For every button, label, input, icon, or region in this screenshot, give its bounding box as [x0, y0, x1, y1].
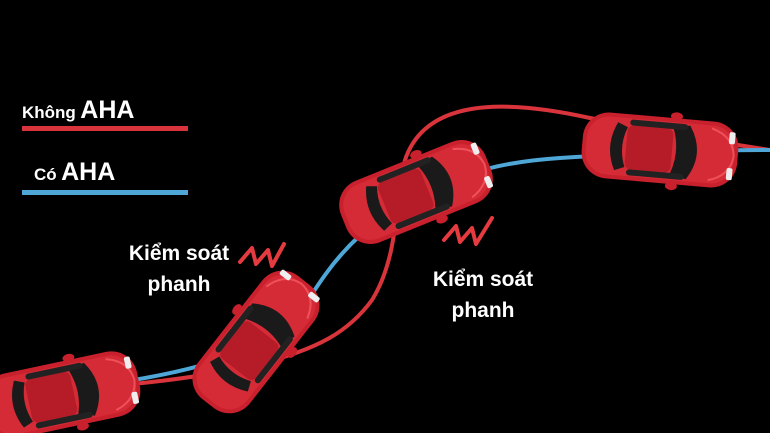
- annotation-right-line1: Kiểm soát: [432, 268, 534, 291]
- legend-with-aha-label: Có AHA: [34, 158, 115, 187]
- legend-without-aha-label: Không AHA: [22, 96, 134, 125]
- legend-without-aha-swatch: [22, 126, 188, 131]
- zigzag-vibration-icon: [238, 242, 286, 268]
- car-center: [328, 125, 504, 259]
- annotation-brake-control-left: Kiểm soát phanh: [114, 238, 244, 300]
- car-bottom-left: [0, 339, 148, 433]
- legend-without-prefix: Không: [22, 103, 76, 122]
- zigzag-vibration-icon: [442, 216, 494, 246]
- legend-with-aha-swatch: [22, 190, 188, 195]
- legend-with-brand: AHA: [61, 158, 116, 186]
- annotation-right-line2: phanh: [451, 299, 515, 322]
- car-top-right: [577, 103, 743, 197]
- annotation-left-line1: Kiểm soát: [128, 242, 230, 265]
- annotation-brake-control-right: Kiểm soát phanh: [418, 264, 548, 326]
- legend-without-brand: AHA: [80, 96, 135, 124]
- legend-with-prefix: Có: [34, 165, 57, 184]
- annotation-left-line2: phanh: [147, 273, 211, 296]
